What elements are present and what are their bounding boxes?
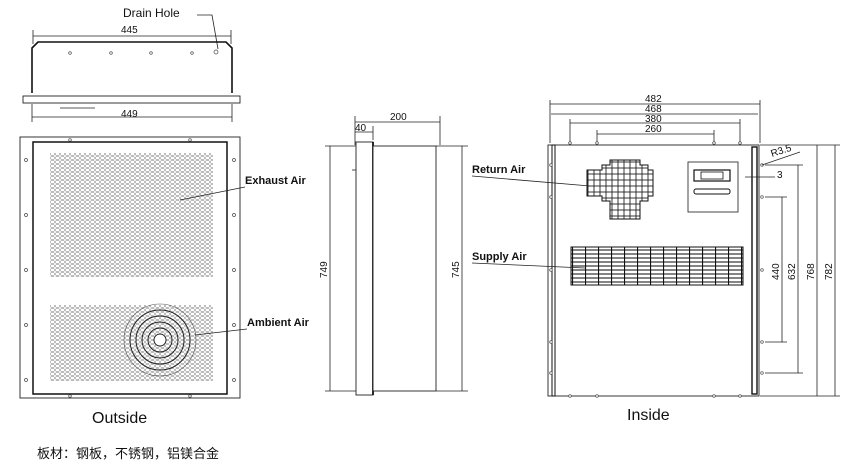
dim-482: 482 bbox=[645, 94, 662, 105]
ambient-air-label: Ambient Air bbox=[247, 317, 310, 329]
dim-782: 782 bbox=[824, 263, 835, 280]
supply-air-grille bbox=[570, 246, 744, 286]
inside-caption: Inside bbox=[627, 407, 670, 424]
drain-hole-leader bbox=[197, 14, 219, 50]
outside-view: Exhaust Air Ambient Air Outside bbox=[19, 136, 310, 427]
material-note: 板材：钢板，不锈钢，铝镁合金 bbox=[37, 446, 219, 462]
supply-air-label: Supply Air bbox=[472, 251, 527, 263]
outside-caption: Outside bbox=[92, 410, 147, 427]
dim-380: 380 bbox=[645, 114, 662, 125]
drain-hole-icon bbox=[213, 49, 219, 55]
top-flange bbox=[22, 95, 241, 104]
ambient-mesh bbox=[50, 305, 213, 381]
dim-449: 449 bbox=[121, 109, 138, 120]
inside-view: 482 468 380 260 Return Air Supply Air R3… bbox=[471, 94, 840, 424]
top-view: Drain Hole 445 449 bbox=[22, 6, 241, 122]
dim-260: 260 bbox=[645, 124, 662, 135]
fan-icon bbox=[123, 303, 197, 377]
exhaust-mesh bbox=[50, 153, 213, 277]
dim-749: 749 bbox=[319, 261, 330, 278]
dim-468: 468 bbox=[645, 104, 662, 115]
gap-label: 3 bbox=[777, 170, 783, 181]
drain-hole-label: Drain Hole bbox=[123, 6, 180, 20]
side-view: 200 40 749 745 bbox=[319, 112, 468, 396]
dim-40: 40 bbox=[355, 123, 367, 134]
controller-panel bbox=[687, 161, 739, 213]
exhaust-air-label: Exhaust Air bbox=[245, 175, 306, 187]
top-body bbox=[31, 41, 233, 93]
dim-445: 445 bbox=[121, 25, 138, 36]
return-air-label: Return Air bbox=[472, 164, 526, 176]
dim-768: 768 bbox=[806, 263, 817, 280]
dim-440: 440 bbox=[771, 263, 782, 280]
dim-745: 745 bbox=[451, 261, 462, 278]
return-air-grid bbox=[586, 159, 654, 220]
connector-icon bbox=[693, 188, 731, 195]
dim-200: 200 bbox=[390, 112, 407, 123]
dim-632: 632 bbox=[787, 263, 798, 280]
